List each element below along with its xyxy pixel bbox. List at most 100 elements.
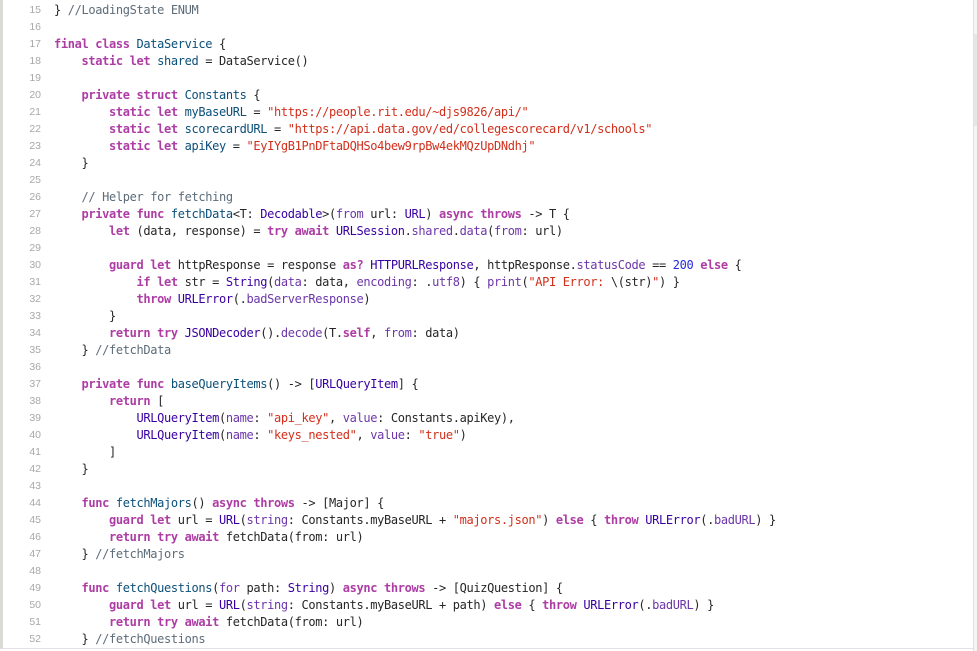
token-plain: [54, 122, 109, 136]
code-text[interactable]: return try JSONDecoder().decode(T.self, …: [54, 325, 460, 342]
code-text[interactable]: } //fetchMajors: [54, 546, 184, 563]
line-number: 36: [29, 361, 41, 373]
token-type: URLError: [645, 513, 701, 527]
code-line[interactable]: 29: [3, 240, 974, 257]
code-text[interactable]: guard let url = URL(string: Constants.my…: [54, 512, 776, 529]
code-line[interactable]: 50 guard let url = URL(string: Constants…: [3, 597, 974, 614]
code-line[interactable]: 20 private struct Constants {: [3, 87, 974, 104]
token-plain: () -> [: [267, 377, 316, 391]
token-plain: [54, 411, 137, 425]
code-line[interactable]: 19: [3, 70, 974, 87]
code-line[interactable]: 27 private func fetchData<T: Decodable>(…: [3, 206, 974, 223]
code-text[interactable]: private struct Constants {: [54, 87, 261, 104]
code-line[interactable]: 46 return try await fetchData(from: url): [3, 529, 974, 546]
token-plain: [54, 258, 109, 272]
token-plain: [54, 224, 109, 238]
token-kw: return try await: [109, 530, 219, 544]
code-text[interactable]: } //fetchQuestions: [54, 631, 205, 648]
token-str: "api_key": [267, 411, 329, 425]
code-text[interactable]: URLQueryItem(name: "api_key", value: Con…: [54, 410, 515, 427]
code-line[interactable]: 52 } //fetchQuestions: [3, 631, 974, 648]
code-line[interactable]: 45 guard let url = URL(string: Constants…: [3, 512, 974, 529]
code-line[interactable]: 22 static let scorecardURL = "https://ap…: [3, 121, 974, 138]
code-text[interactable]: static let myBaseURL = "https://people.r…: [54, 104, 529, 121]
token-plain: .: [452, 224, 460, 238]
code-text[interactable]: return try await fetchData(from: url): [54, 614, 364, 631]
code-line[interactable]: 23 static let apiKey = "EyIYgB1PnDFtaDQH…: [3, 138, 974, 155]
code-text[interactable]: }: [54, 461, 88, 478]
token-plain: }: [54, 343, 96, 357]
code-line[interactable]: 30 guard let httpResponse = response as?…: [3, 257, 974, 274]
token-prop: data: [459, 224, 488, 238]
code-text[interactable]: guard let httpResponse = response as? HT…: [54, 257, 742, 274]
code-line[interactable]: 51 return try await fetchData(from: url): [3, 614, 974, 631]
code-line[interactable]: 40 URLQueryItem(name: "keys_nested", val…: [3, 427, 974, 444]
code-text[interactable]: let (data, response) = try await URLSess…: [54, 223, 563, 240]
code-text[interactable]: } //fetchData: [54, 342, 171, 359]
code-line[interactable]: 33 }: [3, 308, 974, 325]
code-line[interactable]: 21 static let myBaseURL = "https://peopl…: [3, 104, 974, 121]
code-line[interactable]: 44 func fetchMajors() async throws -> [M…: [3, 495, 974, 512]
code-line[interactable]: 42 }: [3, 461, 974, 478]
token-plain: {: [246, 88, 261, 102]
code-text[interactable]: func fetchQuestions(for path: String) as…: [54, 580, 564, 597]
code-text[interactable]: return try await fetchData(from: url): [54, 529, 364, 546]
token-plain: <T:: [232, 207, 261, 221]
scrollbar-thumb[interactable]: [974, 34, 977, 126]
code-text[interactable]: static let apiKey = "EyIYgB1PnDFtaDQHSo4…: [54, 138, 536, 155]
code-line[interactable]: 35 } //fetchData: [3, 342, 974, 359]
code-line[interactable]: 39 URLQueryItem(name: "api_key", value: …: [3, 410, 974, 427]
code-line[interactable]: 18 static let shared = DataService(): [3, 53, 974, 70]
code-text[interactable]: guard let url = URL(string: Constants.my…: [54, 597, 714, 614]
token-type: URLQueryItem: [136, 428, 220, 442]
code-text[interactable]: ]: [54, 444, 116, 461]
code-line[interactable]: 36: [3, 359, 974, 376]
token-plain: ): [329, 581, 343, 595]
code-line[interactable]: 49 func fetchQuestions(for path: String)…: [3, 580, 974, 597]
token-kw: static let: [109, 139, 185, 153]
code-text[interactable]: URLQueryItem(name: "keys_nested", value:…: [54, 427, 467, 444]
code-line[interactable]: 31 if let str = String(data: data, encod…: [3, 274, 974, 291]
code-text[interactable]: static let scorecardURL = "https://api.d…: [54, 121, 652, 138]
code-line[interactable]: 26 // Helper for fetching: [3, 189, 974, 206]
token-plain: (: [219, 428, 226, 442]
code-line[interactable]: 48: [3, 563, 974, 580]
code-text[interactable]: }: [54, 155, 88, 172]
code-text[interactable]: private func fetchData<T: Decodable>(fro…: [54, 206, 570, 223]
code-text[interactable]: } //LoadingState ENUM: [54, 2, 199, 19]
code-line[interactable]: 34 return try JSONDecoder().decode(T.sel…: [3, 325, 974, 342]
token-decl: apiKey: [184, 139, 227, 153]
token-plain: ==: [645, 258, 673, 272]
code-text[interactable]: return [: [54, 393, 164, 410]
code-line[interactable]: 41 ]: [3, 444, 974, 461]
code-text[interactable]: final class DataService {: [54, 36, 226, 53]
code-line[interactable]: 16: [3, 19, 974, 36]
code-line[interactable]: 28 let (data, response) = try await URLS…: [3, 223, 974, 240]
line-number: 37: [29, 378, 41, 390]
token-kw: static let: [81, 54, 158, 68]
token-plain: fetchData(from: url): [219, 615, 364, 629]
code-line[interactable]: 37 private func baseQueryItems() -> [URL…: [3, 376, 974, 393]
code-line[interactable]: 32 throw URLError(.badServerResponse): [3, 291, 974, 308]
code-line[interactable]: 38 return [: [3, 393, 974, 410]
token-plain: [54, 105, 109, 119]
code-text[interactable]: private func baseQueryItems() -> [URLQue…: [54, 376, 419, 393]
code-line[interactable]: 25: [3, 172, 974, 189]
code-line[interactable]: 47 } //fetchMajors: [3, 546, 974, 563]
code-line[interactable]: 24 }: [3, 155, 974, 172]
code-text[interactable]: static let shared = DataService(): [54, 53, 309, 70]
line-number: 18: [29, 55, 41, 67]
code-text[interactable]: func fetchMajors() async throws -> [Majo…: [54, 495, 385, 512]
code-text[interactable]: throw URLError(.badServerResponse): [54, 291, 371, 308]
line-number: 51: [29, 616, 41, 628]
code-line[interactable]: 43: [3, 478, 974, 495]
code-text[interactable]: }: [54, 308, 116, 325]
token-str: "majors.json": [452, 513, 543, 527]
vertical-scrollbar[interactable]: [973, 0, 977, 651]
code-text[interactable]: // Helper for fetching: [54, 189, 234, 206]
code-text[interactable]: if let str = String(data: data, encoding…: [54, 274, 680, 291]
token-type: URLSession: [335, 224, 405, 238]
code-line[interactable]: 15} //LoadingState ENUM: [3, 2, 974, 19]
